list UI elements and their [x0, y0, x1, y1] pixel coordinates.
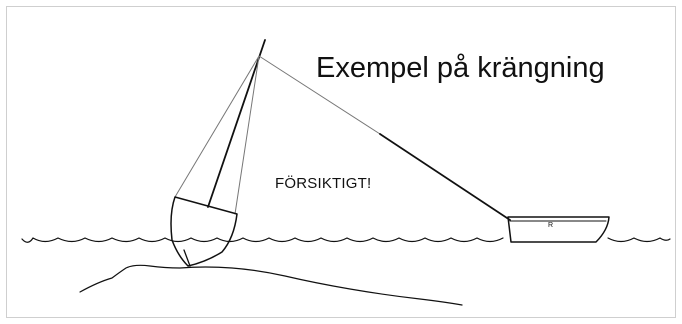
- tow-line-thin: [258, 55, 381, 135]
- seabed-line: [79, 264, 463, 306]
- warning-label: FÖRSIKTIGT!: [275, 175, 372, 192]
- water-waves: [21, 237, 671, 243]
- diagram-title: Exempel på krängning: [316, 52, 605, 84]
- rescue-boat-label: R: [548, 222, 554, 229]
- sailboat-hull: [170, 196, 238, 267]
- tow-line-thick: [379, 133, 511, 221]
- diagram-frame: [6, 6, 676, 318]
- sailboat: [170, 39, 266, 267]
- sailboat-keel: [183, 249, 191, 267]
- sailboat-sail: [174, 55, 260, 215]
- sailboat-mast: [207, 39, 266, 208]
- rescue-boat-hull: [507, 216, 610, 243]
- rescue-boat: [507, 216, 610, 243]
